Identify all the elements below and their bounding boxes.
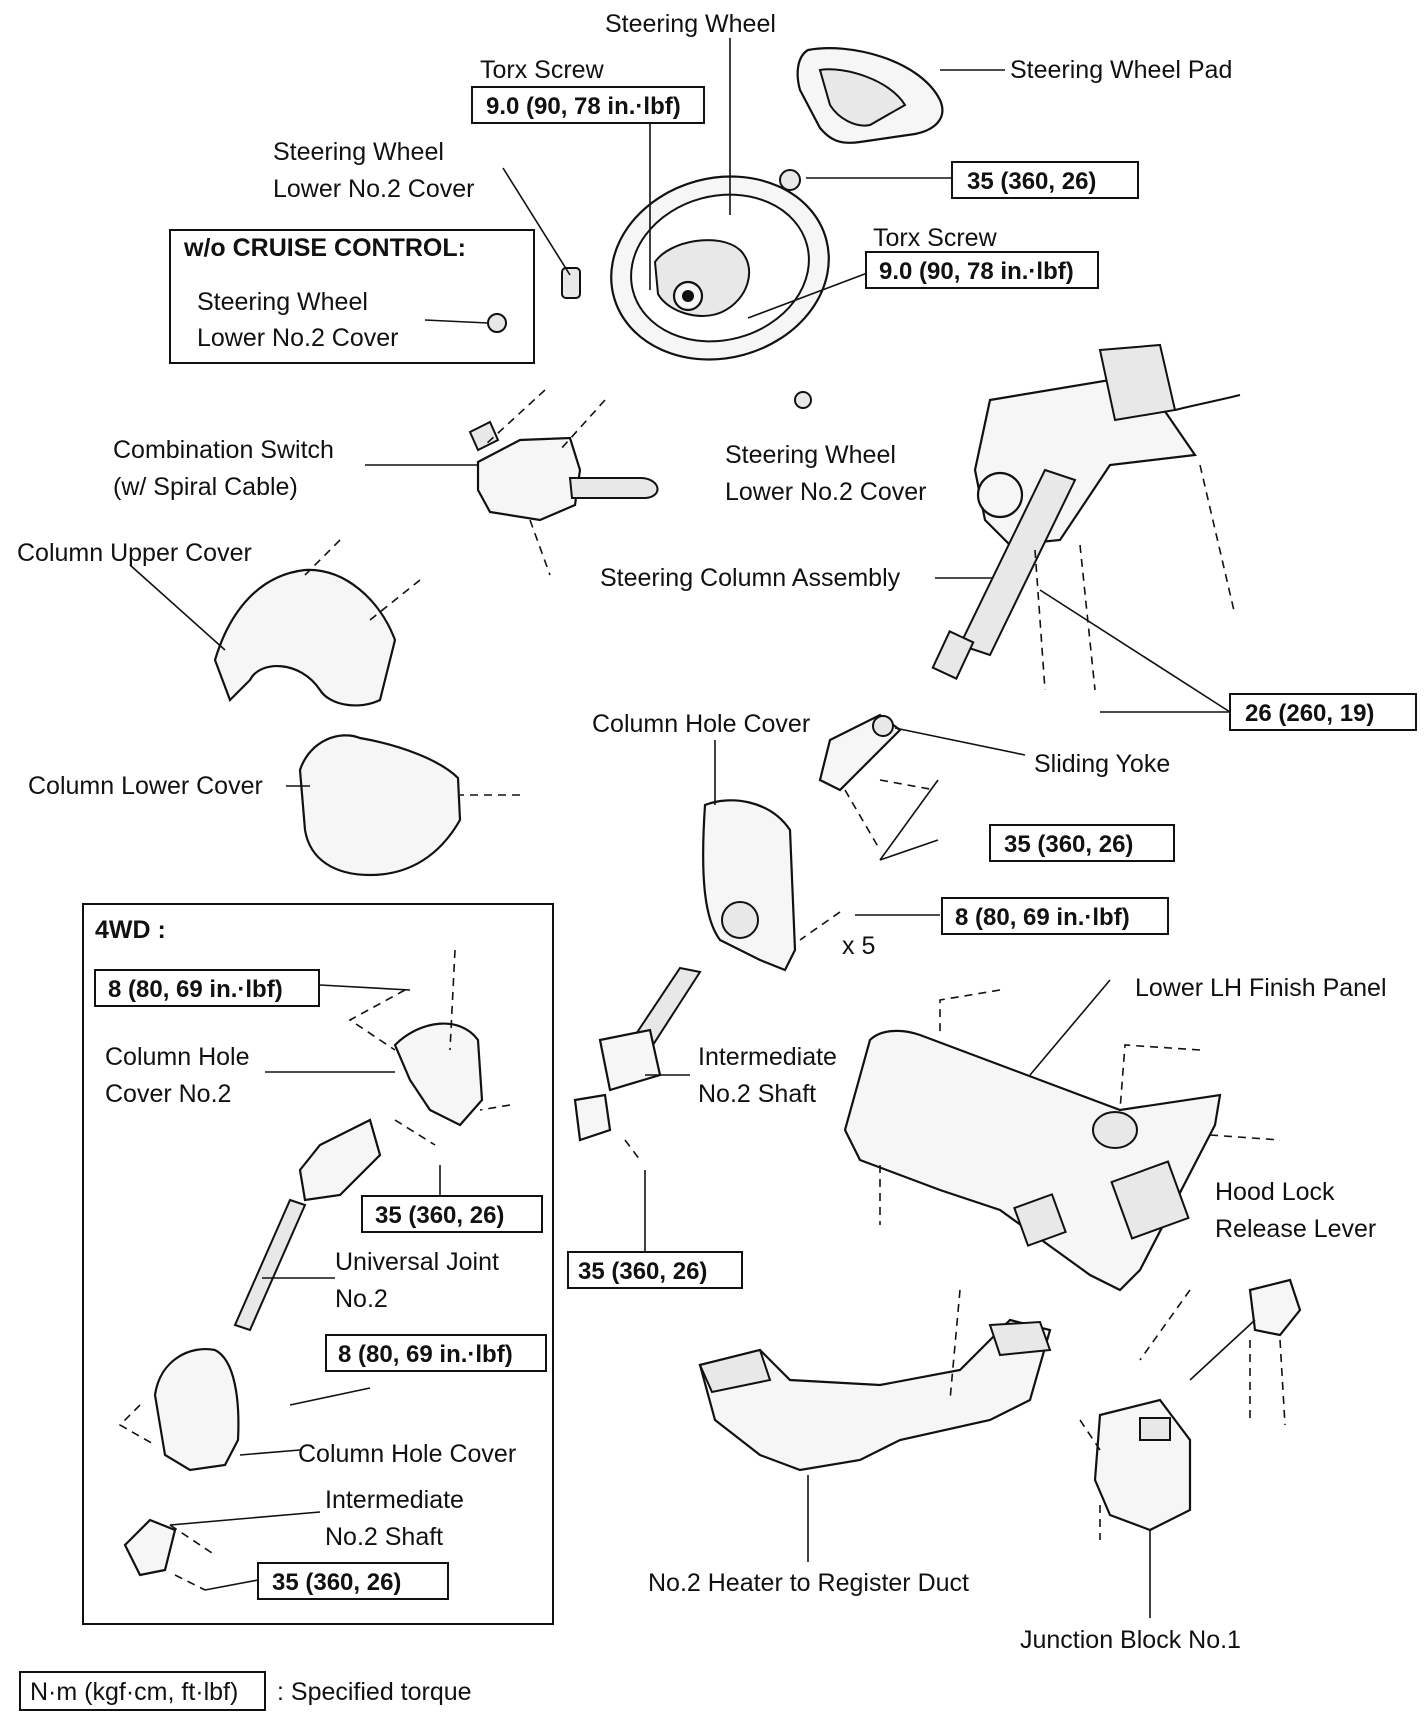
- column-lower-cover-drawing: [298, 734, 462, 877]
- torque-4wd-bottom: 35 (360, 26): [272, 1569, 401, 1596]
- column-upper-cover-drawing: [213, 568, 397, 707]
- label-intermediate-no2-shaft-a: Intermediate: [698, 1043, 837, 1071]
- torque-torx-left: 9.0 (90, 78 in.·lbf): [486, 93, 681, 120]
- label-sw-lower-cover-2b: Lower No.2 Cover: [197, 324, 398, 352]
- label-column-upper-cover: Column Upper Cover: [17, 539, 252, 567]
- label-x5: x 5: [842, 932, 875, 960]
- label-column-hole-cover-4wd: Column Hole Cover: [298, 1440, 516, 1468]
- torque-box-4wd-uj: [361, 1195, 543, 1233]
- sw-lower-cover-piece-3: [794, 391, 812, 409]
- label-lower-lh-finish-panel: Lower LH Finish Panel: [1135, 974, 1387, 1002]
- sw-lower-cover-piece-2: [487, 313, 507, 333]
- label-junction-block: Junction Block No.1: [1020, 1626, 1241, 1654]
- label-column-lower-cover: Column Lower Cover: [28, 772, 263, 800]
- torque-column-bolts: 26 (260, 19): [1245, 700, 1374, 727]
- label-sw-lower-cover-2a: Steering Wheel: [197, 288, 368, 316]
- label-torx-screw-left: Torx Screw: [480, 56, 605, 84]
- label-4wd: 4WD :: [95, 916, 166, 944]
- intermediate-shaft-drawing: [573, 966, 702, 1142]
- torque-box-column-bolts: [1229, 693, 1417, 731]
- torque-box-sliding-yoke: [989, 824, 1175, 862]
- steering-column-drawing: [931, 343, 1241, 680]
- label-hood-lock-a: Hood Lock: [1215, 1178, 1335, 1206]
- label-sliding-yoke: Sliding Yoke: [1034, 750, 1170, 778]
- label-hood-lock-b: Release Lever: [1215, 1215, 1376, 1243]
- label-intermediate-4wd-b: No.2 Shaft: [325, 1523, 443, 1551]
- steering-wheel-drawing: [610, 175, 830, 361]
- torque-box-pad-nut: [951, 161, 1139, 199]
- label-universal-joint-a: Universal Joint: [335, 1248, 499, 1276]
- label-intermediate-no2-shaft-b: No.2 Shaft: [698, 1080, 816, 1108]
- wo-cruise-control-frame: [169, 229, 535, 364]
- label-sw-lower-cover-3a: Steering Wheel: [725, 441, 896, 469]
- fourwd-frame: [82, 903, 554, 1625]
- torque-sliding-yoke: 35 (360, 26): [1004, 831, 1133, 858]
- torque-intermediate: 35 (360, 26): [578, 1258, 707, 1285]
- label-torx-screw-right: Torx Screw: [873, 224, 998, 252]
- torque-box-torx-right: [865, 251, 1099, 289]
- torque-torx-right: 9.0 (90, 78 in.·lbf): [879, 258, 1074, 285]
- label-sw-lower-cover-1b: Lower No.2 Cover: [273, 175, 474, 203]
- label-column-hole-cover-no2-a: Column Hole: [105, 1043, 250, 1071]
- torque-4wd-hole-cover: 8 (80, 69 in.·lbf): [338, 1341, 513, 1368]
- torque-box-hole-cover: [941, 897, 1169, 935]
- fourwd-column-hole-cover-drawing: [153, 1348, 240, 1472]
- hood-lock-lever-drawing: [1189, 1278, 1302, 1381]
- torque-box-4wd-bottom: [257, 1562, 449, 1600]
- label-steering-column-assembly: Steering Column Assembly: [600, 564, 901, 592]
- torque-box-intermediate: [567, 1251, 743, 1289]
- legend-box: [19, 1671, 266, 1711]
- label-steering-wheel-pad: Steering Wheel Pad: [1010, 56, 1232, 84]
- label-wo-cruise-control: w/o CRUISE CONTROL:: [183, 234, 466, 262]
- label-heater-duct: No.2 Heater to Register Duct: [648, 1569, 969, 1597]
- label-column-hole-cover: Column Hole Cover: [592, 710, 810, 738]
- sw-lower-cover-piece: [561, 267, 581, 299]
- fourwd-column-hole-cover-no2-drawing: [393, 1022, 484, 1127]
- torque-hole-cover: 8 (80, 69 in.·lbf): [955, 904, 1130, 931]
- label-sw-lower-cover-3b: Lower No.2 Cover: [725, 478, 926, 506]
- heater-duct-drawing: [698, 1318, 1052, 1472]
- torque-4wd-top: 8 (80, 69 in.·lbf): [108, 976, 283, 1003]
- column-hole-cover-drawing: [702, 799, 797, 972]
- label-intermediate-4wd-a: Intermediate: [325, 1486, 464, 1514]
- legend-description: : Specified torque: [277, 1678, 472, 1706]
- label-column-hole-cover-no2-b: Cover No.2: [105, 1080, 231, 1108]
- label-steering-wheel: Steering Wheel: [605, 10, 776, 38]
- torque-box-torx-left: [471, 86, 705, 124]
- torque-pad-nut: 35 (360, 26): [967, 168, 1096, 195]
- fourwd-universal-joint-drawing: [233, 1118, 382, 1332]
- torque-box-4wd-top: [94, 969, 320, 1007]
- sliding-yoke-drawing: [818, 713, 902, 792]
- label-combination-switch-a: Combination Switch: [113, 436, 334, 464]
- combination-switch-drawing: [468, 420, 659, 522]
- junction-block-drawing: [1093, 1398, 1192, 1532]
- lower-lh-finish-panel-drawing: [843, 1029, 1222, 1292]
- label-combination-switch-b: (w/ Spiral Cable): [113, 473, 298, 501]
- torque-4wd-uj: 35 (360, 26): [375, 1202, 504, 1229]
- steering-wheel-pad-drawing: [779, 47, 944, 191]
- torque-box-4wd-hole-cover: [325, 1334, 547, 1372]
- label-sw-lower-cover-1a: Steering Wheel: [273, 138, 444, 166]
- label-universal-joint-b: No.2: [335, 1285, 388, 1313]
- fourwd-intermediate-shaft-drawing: [123, 1518, 177, 1577]
- legend-unit: N·m (kgf·cm, ft·lbf): [30, 1678, 238, 1706]
